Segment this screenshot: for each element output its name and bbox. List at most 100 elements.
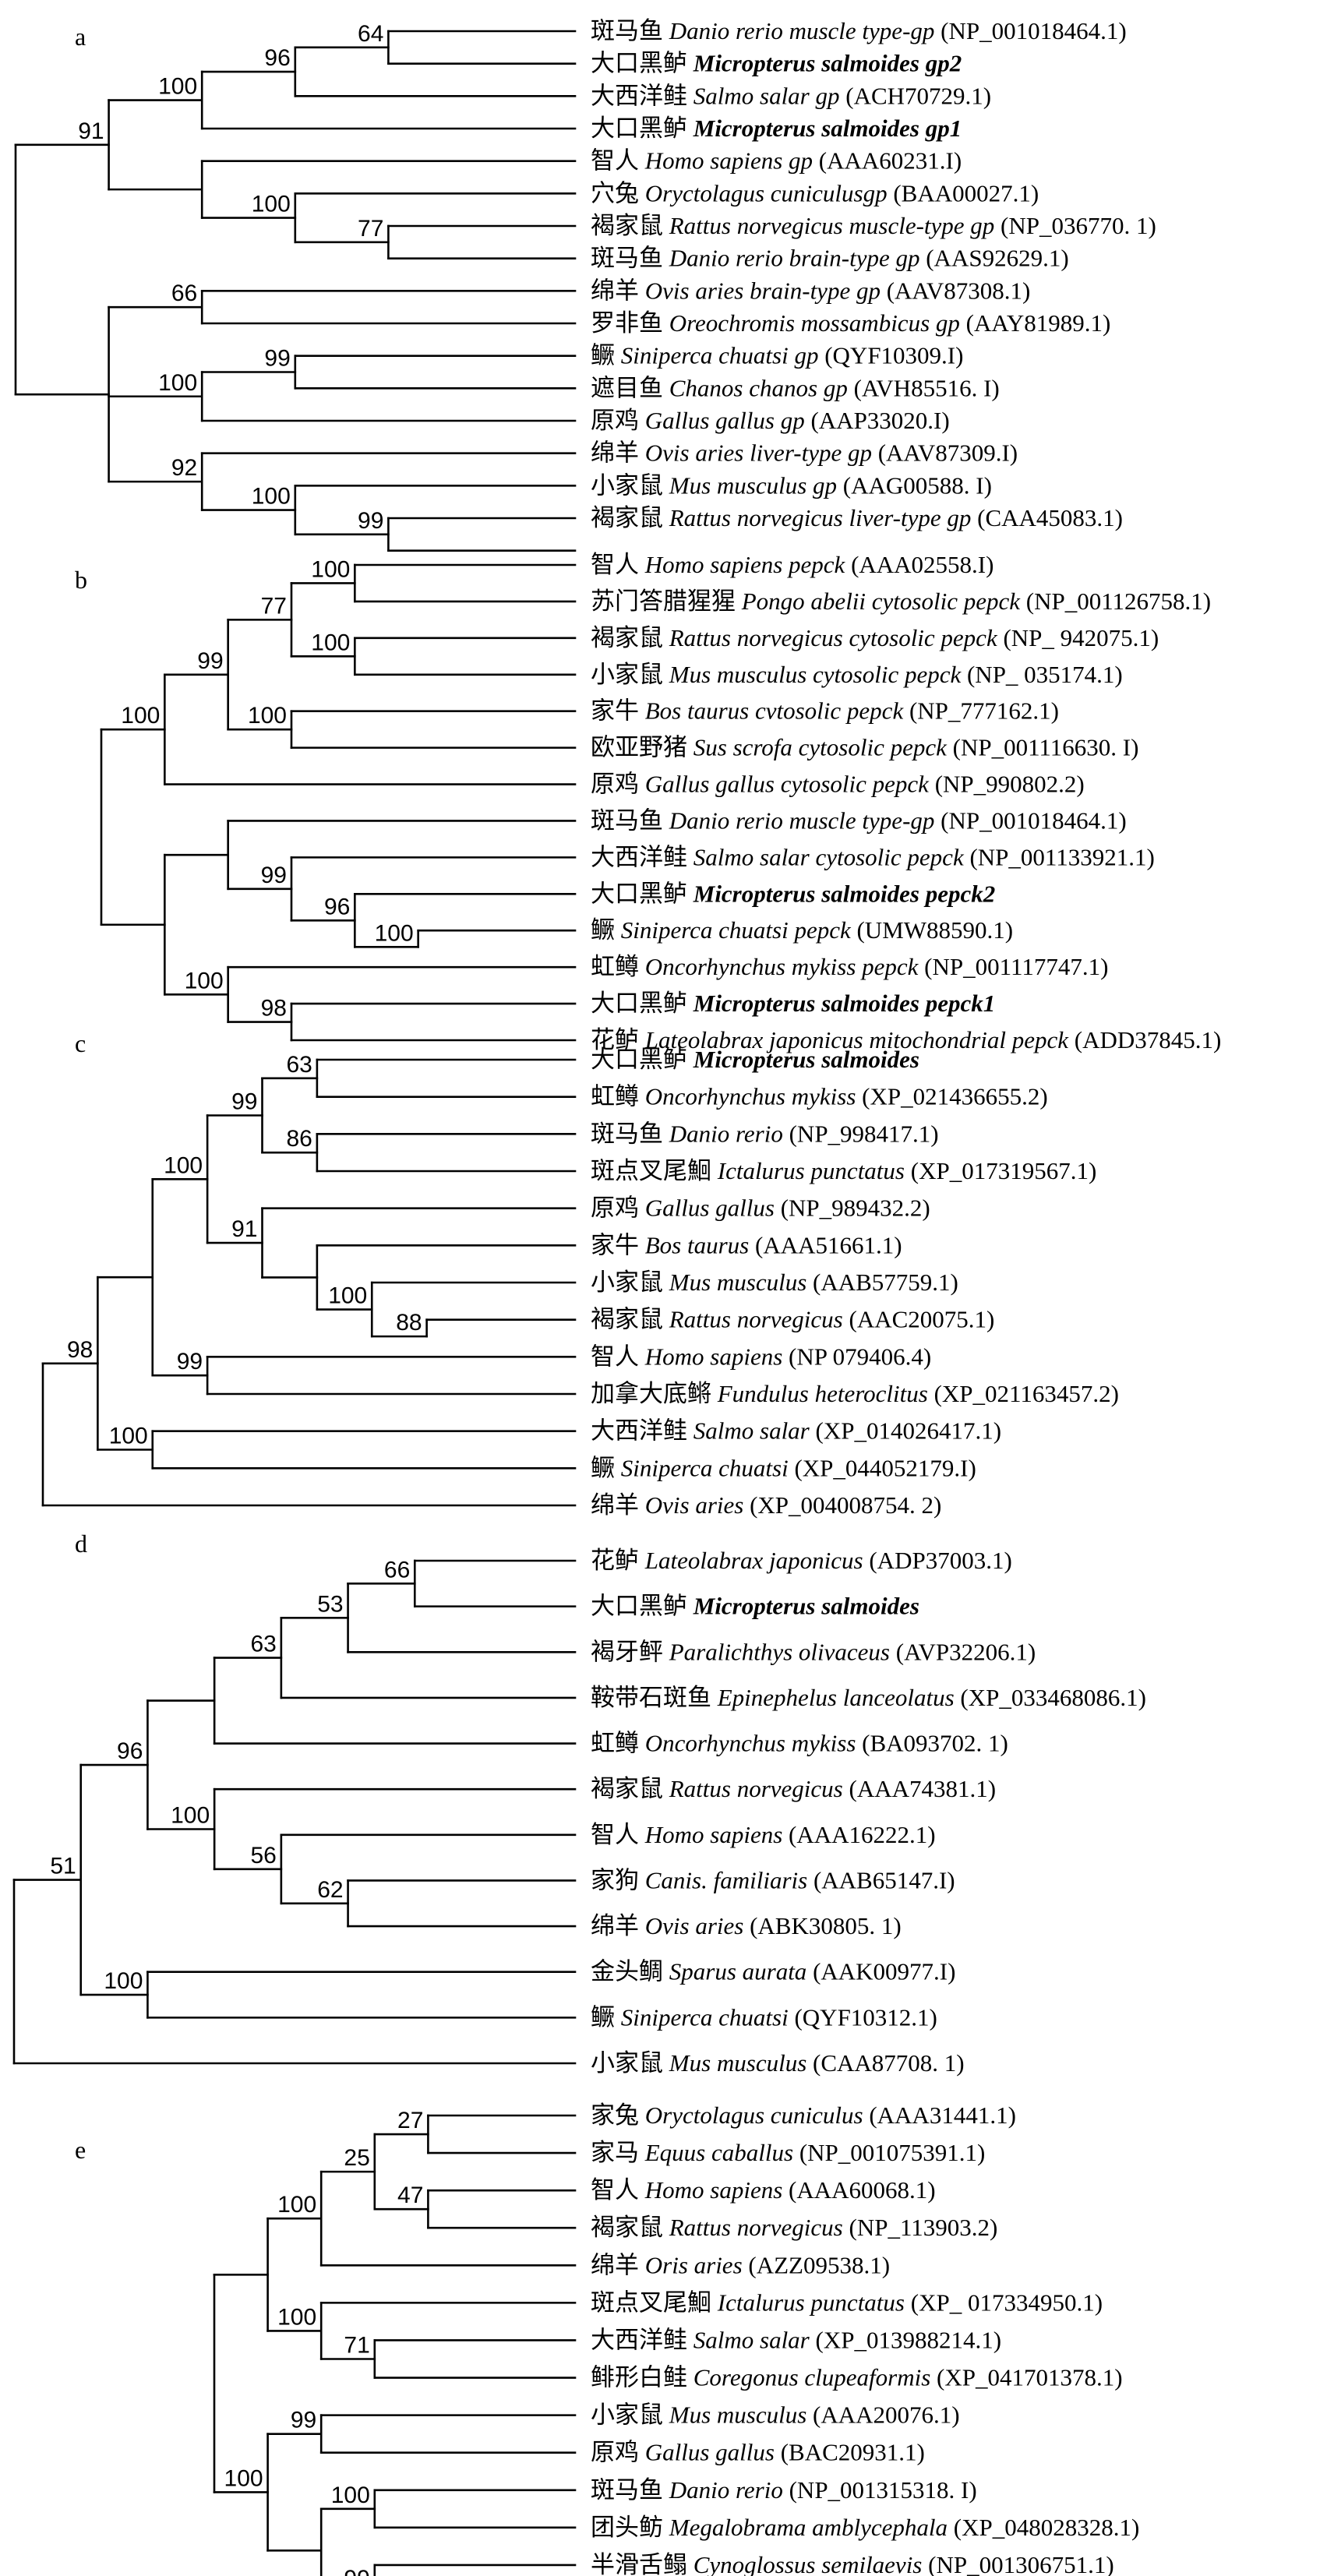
common-name: 斑马鱼 bbox=[591, 245, 669, 272]
species-name: Rattus norvegicus bbox=[669, 1775, 843, 1802]
common-name: 大西洋鲑 bbox=[591, 843, 693, 870]
accession: (BA093702. 1) bbox=[856, 1730, 1008, 1757]
common-name: 家牛 bbox=[591, 697, 645, 725]
leaf-label: 智人 Homo sapiens gp (AAA60231.I) bbox=[591, 147, 962, 175]
accession: (QYF10309.I) bbox=[818, 342, 963, 369]
accession: (BAA00027.1) bbox=[888, 179, 1039, 206]
leaf-label: 原鸡 Gallus gallus (BAC20931.1) bbox=[591, 2439, 925, 2466]
accession: (XP_048028328.1) bbox=[948, 2514, 1139, 2541]
common-name: 花鲈 bbox=[591, 1547, 645, 1574]
species-name: Rattus norvegicus liver-type gp bbox=[669, 504, 972, 531]
accession: (NP_001315318. I) bbox=[783, 2476, 977, 2504]
common-name: 斑点叉尾鮰 bbox=[591, 2288, 718, 2316]
leaf-label: 鳜 Siniperca chuatsi pepck (UMW88590.1) bbox=[591, 916, 1013, 944]
accession: (XP_013988214.1) bbox=[810, 2326, 1001, 2353]
bootstrap-value: 25 bbox=[344, 2145, 369, 2171]
common-name: 遮目鱼 bbox=[591, 374, 669, 401]
leaf-label: 小家鼠 Mus musculus gp (AAG00588. I) bbox=[591, 471, 992, 499]
species-name: Rattus norvegicus bbox=[669, 2214, 843, 2241]
accession: (AAP33020.I) bbox=[805, 407, 950, 434]
common-name: 斑马鱼 bbox=[591, 2476, 669, 2504]
leaf-label: 加拿大底鳉 Fundulus heteroclitus (XP_02116345… bbox=[591, 1380, 1119, 1407]
species-name: Lateolabrax japonicus mitochondrial pepc… bbox=[644, 1026, 1070, 1053]
common-name: 金头鲷 bbox=[591, 1958, 669, 1985]
species-name: Ovis aries bbox=[645, 1912, 744, 1939]
leaf-label: 斑点叉尾鮰 Ictalurus punctatus (XP_ 017334950… bbox=[591, 2288, 1103, 2316]
common-name: 苏门答腊猩猩 bbox=[591, 588, 742, 615]
common-name: 家马 bbox=[591, 2139, 645, 2166]
accession: (XP_033468086.1) bbox=[955, 1684, 1146, 1711]
bootstrap-value: 99 bbox=[264, 346, 290, 372]
accession: (NP_001116630. I) bbox=[947, 734, 1139, 761]
species-name: Danio rerio muscle type-gp bbox=[669, 806, 935, 834]
accession: (AAA74381.1) bbox=[843, 1775, 996, 1802]
bootstrap-value: 100 bbox=[109, 1424, 148, 1449]
accession: (XP_044052179.I) bbox=[789, 1454, 976, 1481]
common-name: 鳜 bbox=[591, 342, 621, 369]
common-name: 欧亚野猪 bbox=[591, 734, 693, 761]
accession: (AAA51661.1) bbox=[749, 1231, 902, 1258]
common-name: 虹鳟 bbox=[591, 1083, 645, 1110]
common-name: 家牛 bbox=[591, 1231, 645, 1258]
common-name: 褐牙鲆 bbox=[591, 1638, 669, 1665]
leaf-label: 鳜 Siniperca chuatsi (QYF10312.1) bbox=[591, 2003, 937, 2031]
common-name: 斑马鱼 bbox=[591, 806, 669, 834]
accession: (AAA16222.1) bbox=[782, 1821, 935, 1848]
leaf-label: 大西洋鲑 Salmo salar (XP_013988214.1) bbox=[591, 2326, 1001, 2353]
accession: (ADD37845.1) bbox=[1068, 1026, 1221, 1053]
species-name: Epinephelus lanceolatus bbox=[717, 1684, 955, 1711]
species-name: Lateolabrax japonicus bbox=[644, 1547, 863, 1574]
species-name: Ovis aries brain-type gp bbox=[645, 277, 881, 304]
common-name: 斑点叉尾鮰 bbox=[591, 1157, 718, 1184]
accession: (ACH70729.1) bbox=[840, 82, 992, 109]
species-name: Micropterus salmoides bbox=[693, 1593, 919, 1620]
bootstrap-value: 99 bbox=[197, 648, 223, 674]
common-name: 小家鼠 bbox=[591, 661, 669, 688]
species-name: Sus scrofa cytosolic pepck bbox=[693, 734, 948, 761]
common-name: 褐家鼠 bbox=[591, 504, 669, 531]
bootstrap-value: 100 bbox=[311, 556, 350, 582]
species-name: Micropterus salmoides pepck2 bbox=[693, 880, 996, 907]
bootstrap-value: 66 bbox=[384, 1557, 410, 1583]
accession: (ADP37003.1) bbox=[863, 1547, 1012, 1574]
bootstrap-value: 96 bbox=[324, 894, 350, 919]
bootstrap-value: 100 bbox=[164, 1152, 203, 1178]
common-name: 原鸡 bbox=[591, 771, 645, 798]
species-name: Rattus norvegicus muscle-type gp bbox=[669, 212, 995, 239]
common-name: 小家鼠 bbox=[591, 2049, 669, 2077]
panel-letter: c bbox=[75, 1029, 86, 1057]
leaf-label: 鞍带石斑鱼 Epinephelus lanceolatus (XP_033468… bbox=[591, 1684, 1146, 1711]
species-name: Salmo salar cytosolic pepck bbox=[693, 843, 965, 870]
species-name: Ovis aries liver-type gp bbox=[645, 439, 872, 467]
accession: (XP_021436655.2) bbox=[856, 1083, 1047, 1110]
accession: (AAA31441.1) bbox=[863, 2101, 1016, 2129]
common-name: 罗非鱼 bbox=[591, 309, 669, 337]
leaf-label: 褐家鼠 Rattus norvegicus (NP_113903.2) bbox=[591, 2214, 997, 2241]
species-name: Oris aries bbox=[645, 2251, 743, 2278]
common-name: 鳜 bbox=[591, 1454, 621, 1481]
bootstrap-value: 100 bbox=[158, 370, 197, 396]
bootstrap-value: 100 bbox=[331, 2482, 370, 2508]
tree-panel-d: d花鲈 Lateolabrax japonicus (ADP37003.1)大口… bbox=[12, 1530, 1146, 2077]
common-name: 穴兔 bbox=[591, 179, 645, 206]
species-name: Mus musculus bbox=[669, 1269, 807, 1296]
species-name: Bos taurus cvtosolic pepck bbox=[645, 697, 905, 725]
leaf-label: 智人 Homo sapiens pepck (AAA02558.I) bbox=[591, 551, 993, 578]
species-name: Ictalurus punctatus bbox=[717, 2288, 905, 2316]
accession: (NP_990802.2) bbox=[929, 771, 1085, 798]
panel-letter: d bbox=[75, 1530, 87, 1558]
bootstrap-value: 100 bbox=[328, 1283, 367, 1309]
common-name: 虹鳟 bbox=[591, 953, 645, 980]
common-name: 大口黑鲈 bbox=[591, 1046, 693, 1073]
common-name: 原鸡 bbox=[591, 2439, 645, 2466]
common-name: 鳜 bbox=[591, 916, 621, 944]
leaf-label: 小家鼠 Mus musculus (CAA87708. 1) bbox=[591, 2049, 965, 2077]
species-name: Micropterus salmoides gp1 bbox=[693, 115, 962, 142]
accession: (NP_001306751.1) bbox=[922, 2551, 1113, 2576]
species-name: Oncorhynchus mykiss bbox=[645, 1730, 856, 1757]
species-name: Oryctolagus cuniculusgp bbox=[645, 179, 888, 206]
species-name: Canis. familiaris bbox=[645, 1866, 807, 1893]
common-name: 大西洋鲑 bbox=[591, 82, 693, 109]
species-name: Homo sapiens gp bbox=[644, 147, 813, 175]
species-name: Paralichthys olivaceus bbox=[669, 1638, 890, 1665]
